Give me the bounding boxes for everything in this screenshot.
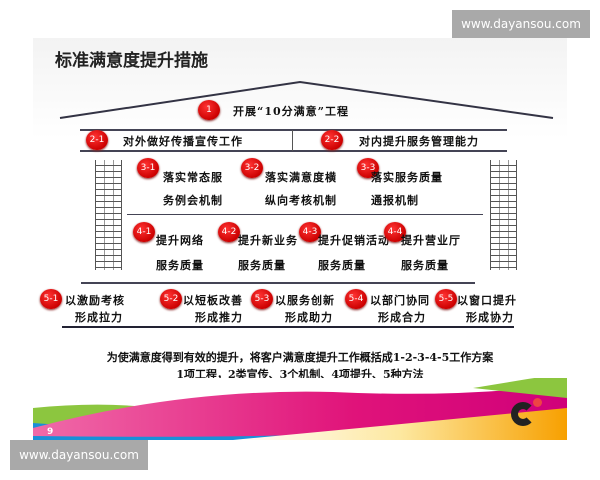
level4-line2: 服务质量 <box>156 259 204 272</box>
house-lines <box>59 80 554 119</box>
level5-line1: 以窗口提升 <box>457 294 517 307</box>
logo-dot-icon <box>533 398 542 407</box>
divider <box>292 130 293 151</box>
company-logo-icon <box>511 402 535 426</box>
divider <box>80 129 507 131</box>
summary-line-1: 为使满意度得到有效的提升，将客户满意度提升工作概括成1-2-3-4-5工作方案 <box>106 351 494 364</box>
roof-text: 开展“10分满意”工程 <box>233 105 349 118</box>
badge-5-2: 5-2 <box>160 289 182 309</box>
level5-line2: 形成助力 <box>285 311 333 324</box>
badge-4-2: 4-2 <box>218 222 240 242</box>
level2-text: 对外做好传播宣传工作 <box>123 135 243 148</box>
divider <box>80 150 507 152</box>
level3-line2: 纵向考核机制 <box>265 194 337 207</box>
level4-line1: 提升营业厅 <box>401 234 461 247</box>
level4-line1: 提升新业务 <box>238 234 298 247</box>
level3-line2: 通报机制 <box>371 194 419 207</box>
level2-text: 对内提升服务管理能力 <box>359 135 479 148</box>
level5-line2: 形成协力 <box>466 311 514 324</box>
page-number: 9 <box>47 427 54 437</box>
decorative-wave <box>33 378 567 440</box>
badge-5-3: 5-3 <box>251 289 273 309</box>
badge-3-2: 3-2 <box>241 158 263 178</box>
watermark-top: www.dayansou.com <box>452 10 590 38</box>
level5-line2: 形成拉力 <box>75 311 123 324</box>
level3-line2: 务例会机制 <box>163 194 223 207</box>
level4-line2: 服务质量 <box>401 259 449 272</box>
level4-line1: 提升网络 <box>156 234 204 247</box>
level3-line1: 落实满意度横 <box>265 171 337 184</box>
badge-1: 1 <box>198 100 220 120</box>
right-brick-wall <box>490 160 517 270</box>
roof-line <box>59 80 554 119</box>
left-brick-wall <box>95 160 122 270</box>
slide-title: 标准满意度提升措施 <box>55 51 208 71</box>
divider <box>62 326 514 328</box>
level5-line1: 以部门协同 <box>370 294 430 307</box>
level3-line1: 落实服务质量 <box>371 171 443 184</box>
badge-5-1: 5-1 <box>40 289 62 309</box>
badge-3-3: 3-3 <box>357 158 379 178</box>
level3-line1: 落实常态服 <box>163 171 223 184</box>
level4-line1: 提升促销活动 <box>318 234 390 247</box>
badge-5-5: 5-5 <box>435 289 457 309</box>
badge-4-1: 4-1 <box>133 222 155 242</box>
slide: 标准满意度提升措施 1 开展“10分满意”工程 2-1 对外做好传播宣传工作 2… <box>33 38 567 440</box>
divider <box>81 282 475 284</box>
level5-line1: 以短板改善 <box>183 294 243 307</box>
badge-4-3: 4-3 <box>299 222 321 242</box>
level4-line2: 服务质量 <box>238 259 286 272</box>
badge-3-1: 3-1 <box>137 158 159 178</box>
level5-line1: 以服务创新 <box>275 294 335 307</box>
summary-line-2: 1项工程，2类宣传、3个机制、4项提升、5种方法 <box>176 368 424 381</box>
level5-line2: 形成推力 <box>195 311 243 324</box>
level5-line2: 形成合力 <box>378 311 426 324</box>
badge-2-1: 2-1 <box>86 130 108 150</box>
badge-4-4: 4-4 <box>384 222 406 242</box>
level4-line2: 服务质量 <box>318 259 366 272</box>
badge-2-2: 2-2 <box>321 130 343 150</box>
divider <box>127 214 483 215</box>
level5-line1: 以激励考核 <box>65 294 125 307</box>
badge-5-4: 5-4 <box>345 289 367 309</box>
watermark-bottom: www.dayansou.com <box>10 440 148 470</box>
